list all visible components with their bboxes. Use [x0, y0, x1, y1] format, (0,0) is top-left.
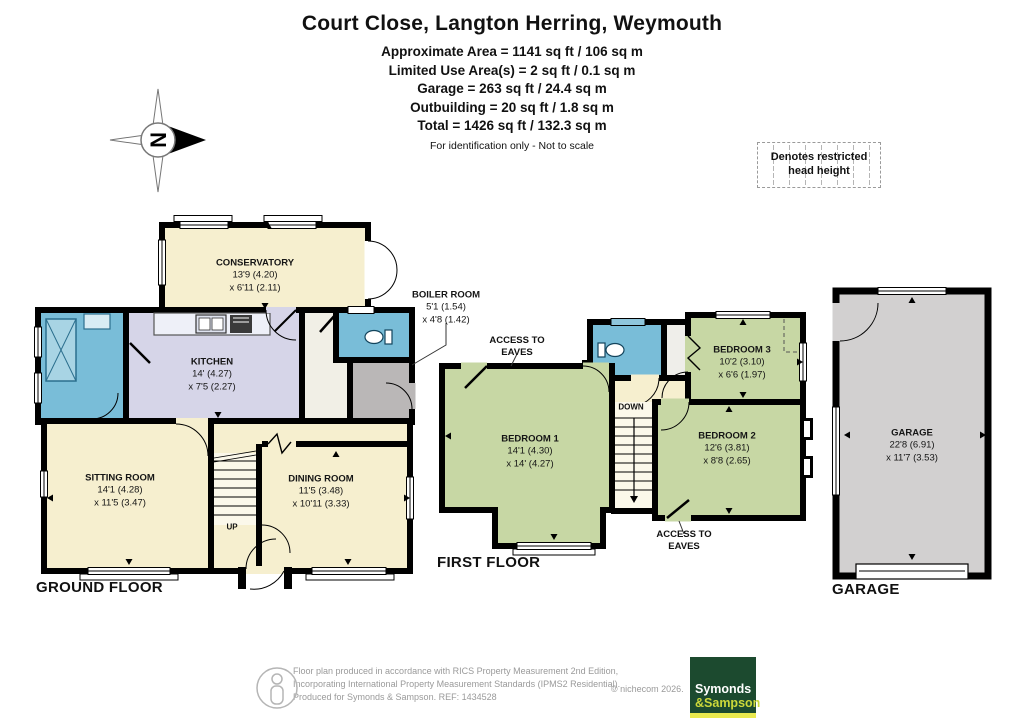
- bedroom3-label: BEDROOM 3 10'2 (3.10) x 6'6 (1.97): [713, 344, 771, 381]
- stairs-down: [611, 402, 657, 514]
- compass-icon: N: [109, 88, 206, 193]
- first-floor-title: FIRST FLOOR: [437, 554, 541, 571]
- dining-room-label: DINING ROOM 11'5 (3.48) x 10'11 (3.33): [288, 473, 354, 510]
- access-to-eaves-label-bottom: ACCESS TO EAVES: [656, 529, 712, 552]
- wc-room: [319, 306, 415, 363]
- area-line: Approximate Area = 1141 sq ft / 106 sq m: [381, 44, 643, 59]
- access-to-eaves-label-top: ACCESS TO EAVES: [489, 335, 545, 358]
- page-title: Court Close, Langton Herring, Weymouth: [301, 12, 723, 35]
- measure-arrows: [445, 319, 803, 540]
- bedroom1-room: [439, 362, 615, 556]
- area-line: Limited Use Area(s) = 2 sq ft / 0.1 sq m: [388, 62, 636, 78]
- shower-room: [34, 307, 129, 425]
- kitchen-label: KITCHEN 14' (4.27) x 7'5 (2.27): [188, 356, 236, 393]
- boiler-room: [347, 323, 447, 425]
- legend-text: Denotes restricted head height: [770, 151, 868, 177]
- garage-plan: [832, 287, 992, 580]
- front-door: [238, 538, 292, 590]
- ground-floor-plan: [34, 215, 447, 590]
- bedroom1-label: BEDROOM 1 14'1 (4.30) x 14' (4.27): [501, 433, 559, 470]
- area-line: Garage = 263 sq ft / 24.4 sq m: [417, 81, 607, 96]
- logo-line1: Symonds: [695, 682, 752, 696]
- measure-arrows: [844, 297, 986, 560]
- measure-arrows: [47, 222, 410, 565]
- footer-line: Produced for Symonds & Sampson. REF: 143…: [293, 692, 497, 702]
- symonds-sampson-logo: Symonds &Sampson: [690, 657, 760, 718]
- restricted-head-height-legend: Denotes restricted head height: [757, 142, 881, 188]
- area-summary: Approximate Area = 1141 sq ft / 106 sq m…: [0, 43, 1024, 136]
- footer-line: Floor plan produced in accordance with R…: [293, 666, 619, 676]
- eaves-leader-top: [510, 353, 518, 367]
- footer-disclaimer: Floor plan produced in accordance with R…: [293, 665, 623, 704]
- person-icon: [256, 667, 298, 709]
- sink-icon: [83, 313, 111, 330]
- bedroom2-label: BEDROOM 2 12'6 (3.81) x 8'8 (2.65): [698, 430, 756, 467]
- logo-yellow-bar: [690, 713, 756, 718]
- restricted-head-height-line: [783, 319, 800, 353]
- garage-room-label: GARAGE 22'8 (6.91) x 11'7 (3.53): [886, 427, 938, 464]
- bedroom3-room: [661, 311, 807, 406]
- lower-rooms: [40, 418, 414, 590]
- eaves-leader-bottom: [678, 520, 685, 535]
- boiler-leader-line: [411, 323, 447, 366]
- conservatory-label: CONSERVATORY 13'9 (4.20) x 6'11 (2.11): [215, 257, 295, 294]
- compass-north-label: N: [146, 132, 171, 148]
- sitting-room-label: SITTING ROOM 14'1 (4.28) x 11'5 (3.47): [85, 472, 155, 509]
- area-line: Total = 1426 sq ft / 132.3 sq m: [417, 118, 607, 133]
- header: Court Close, Langton Herring, Weymouth A…: [0, 12, 1024, 152]
- footer-line: Incorporating International Property Mea…: [293, 679, 621, 689]
- toilet-icon: [364, 329, 384, 345]
- area-line: Outbuilding = 20 sq ft / 1.8 sq m: [410, 99, 614, 115]
- ground-floor-title: GROUND FLOOR: [36, 579, 163, 596]
- toilet-icon: [605, 342, 625, 358]
- cooker-icon: [230, 315, 252, 333]
- stairs-up-label: UP: [226, 522, 238, 532]
- bedroom2-room: [652, 398, 813, 522]
- garage-title: GARAGE: [832, 581, 900, 598]
- boiler-room-label: BOILER ROOM 5'1 (1.54) x 4'8 (1.42): [411, 289, 481, 326]
- logo-line2: &Sampson: [695, 696, 761, 710]
- stairs-down-label: DOWN: [618, 402, 644, 412]
- copyright-text: © nichecom 2026.: [611, 684, 684, 694]
- north-arrow: [168, 126, 206, 154]
- first-floor-plan: [439, 311, 813, 556]
- scale-disclaimer: For identification only - Not to scale: [430, 139, 594, 152]
